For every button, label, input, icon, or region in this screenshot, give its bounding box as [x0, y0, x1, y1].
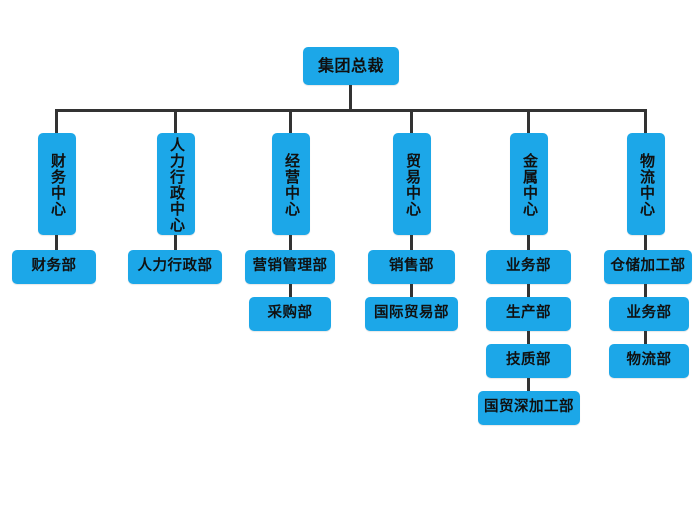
connector-col5-leaf0 — [644, 235, 647, 251]
org-node-center-2[interactable]: 经营中心 — [272, 133, 310, 235]
connector-col4-leaf0 — [527, 235, 530, 251]
connector-drop-col1 — [174, 109, 177, 134]
org-node-leaf-3-1[interactable]: 国际贸易部 — [365, 297, 458, 331]
connector-col4-leaf3 — [527, 378, 530, 392]
connector-drop-col5 — [644, 109, 647, 134]
org-node-center-3[interactable]: 贸易中心 — [393, 133, 431, 235]
connector-drop-col3 — [410, 109, 413, 134]
org-node-center-0[interactable]: 财务中心 — [38, 133, 76, 235]
org-node-center-1[interactable]: 人力行政中心 — [157, 133, 195, 235]
org-node-leaf-5-1[interactable]: 业务部 — [609, 297, 689, 331]
connector-col0-leaf0 — [55, 235, 58, 251]
connector-drop-col2 — [289, 109, 292, 134]
org-node-leaf-4-0[interactable]: 业务部 — [486, 250, 571, 284]
org-node-leaf-1-0[interactable]: 人力行政部 — [128, 250, 222, 284]
org-node-center-5[interactable]: 物流中心 — [627, 133, 665, 235]
connector-horizontal-bus — [55, 109, 647, 112]
org-node-leaf-2-1[interactable]: 采购部 — [249, 297, 331, 331]
connector-col5-leaf2 — [644, 331, 647, 345]
connector-col1-leaf0 — [174, 235, 177, 251]
org-node-center-4[interactable]: 金属中心 — [510, 133, 548, 235]
org-node-leaf-3-0[interactable]: 销售部 — [368, 250, 455, 284]
connector-drop-col4 — [527, 109, 530, 134]
org-node-leaf-0-0[interactable]: 财务部 — [12, 250, 96, 284]
connector-col2-leaf0 — [289, 235, 292, 251]
connector-drop-col0 — [55, 109, 58, 134]
org-node-leaf-4-1[interactable]: 生产部 — [486, 297, 571, 331]
connector-col4-leaf2 — [527, 331, 530, 345]
org-node-root[interactable]: 集团总裁 — [303, 47, 399, 85]
org-node-leaf-4-3[interactable]: 国贸深加工部 — [478, 391, 580, 425]
connector-col4-leaf1 — [527, 284, 530, 298]
org-node-leaf-5-0[interactable]: 仓储加工部 — [604, 250, 692, 284]
org-node-leaf-2-0[interactable]: 营销管理部 — [245, 250, 335, 284]
org-node-leaf-5-2[interactable]: 物流部 — [609, 344, 689, 378]
connector-col3-leaf0 — [410, 235, 413, 251]
connector-col3-leaf1 — [410, 284, 413, 298]
connector-root-stem — [349, 85, 352, 111]
connector-col2-leaf1 — [289, 284, 292, 298]
org-node-leaf-4-2[interactable]: 技质部 — [486, 344, 571, 378]
connector-col5-leaf1 — [644, 284, 647, 298]
